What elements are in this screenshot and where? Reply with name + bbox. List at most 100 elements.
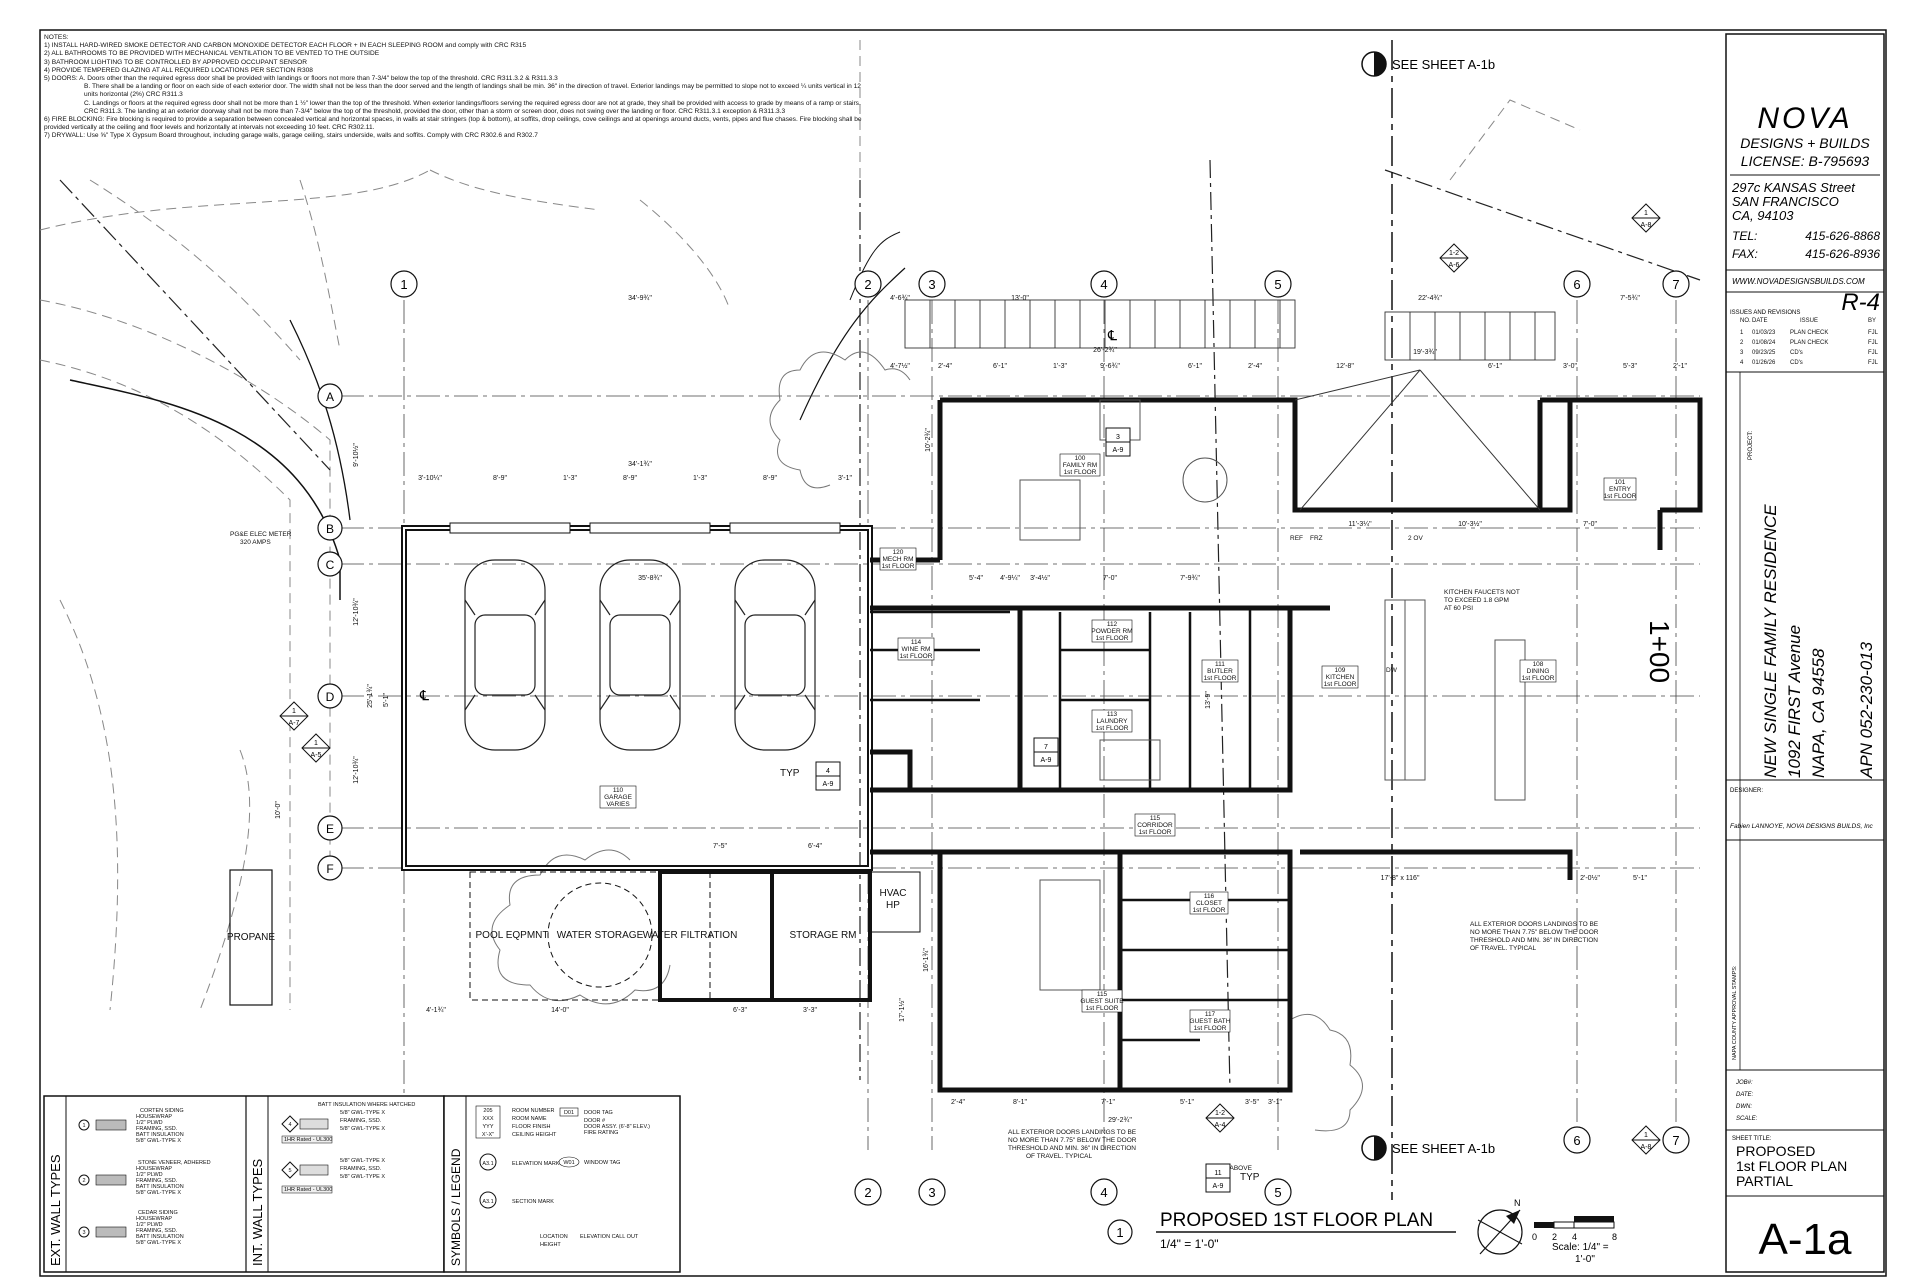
svg-text:4'-7½": 4'-7½": [890, 362, 910, 370]
svg-text:MECH RM: MECH RM: [882, 556, 913, 563]
svg-text:6'-1": 6'-1": [1188, 363, 1202, 370]
svg-text:HOUSEWRAP: HOUSEWRAP: [136, 1216, 172, 1222]
svg-text:CEDAR SIDING: CEDAR SIDING: [138, 1210, 178, 1216]
grid-bubble-F: F: [326, 862, 333, 876]
project-address: 1092 FIRST Avenue: [1785, 625, 1804, 778]
svg-text:1st FLOOR: 1st FLOOR: [1204, 675, 1237, 682]
svg-text:8'-9": 8'-9": [623, 475, 637, 482]
grid-bubbles-top: 1 2 3 4 5 6 7: [390, 270, 1690, 298]
svg-text:9'-6¾": 9'-6¾": [1100, 363, 1120, 370]
svg-text:FRAMING, SSD.: FRAMING, SSD.: [136, 1228, 178, 1234]
svg-text:1st FLOOR: 1st FLOOR: [1096, 725, 1129, 732]
svg-text:7'-0": 7'-0": [1583, 521, 1597, 528]
svg-text:A-9: A-9: [1113, 447, 1124, 454]
svg-text:CD's: CD's: [1790, 350, 1803, 356]
svg-text:5'-1": 5'-1": [1633, 875, 1647, 882]
svg-text:ENTRY: ENTRY: [1609, 486, 1632, 493]
svg-text:FRAMING, SSD.: FRAMING, SSD.: [136, 1178, 178, 1184]
parking-stalls: [904, 299, 1556, 361]
callout-3: 1A-7: [279, 701, 309, 731]
furniture: [1019, 399, 1526, 991]
annot-landing-3: THRESHOLD AND MIN. 36" IN DIRECTION: [1470, 937, 1598, 944]
grid-bubble-6: 6: [1573, 277, 1580, 292]
svg-text:7'-5": 7'-5": [713, 843, 727, 850]
svg-text:1st FLOOR: 1st FLOOR: [900, 653, 933, 660]
svg-text:8'-1": 8'-1": [1013, 1099, 1027, 1106]
tel-label: TEL:: [1732, 229, 1757, 243]
fax-label: FAX:: [1732, 247, 1758, 261]
svg-text:109: 109: [1335, 667, 1346, 674]
svg-text:ROOM NAME: ROOM NAME: [512, 1116, 547, 1122]
svg-text:YYY: YYY: [482, 1124, 493, 1130]
svg-text:5'-1": 5'-1": [1180, 1099, 1194, 1106]
svg-text:CORTEN SIDING: CORTEN SIDING: [140, 1108, 184, 1114]
svg-text:ELEVATION MARK: ELEVATION MARK: [512, 1161, 560, 1167]
svg-text:7'-1": 7'-1": [1101, 1099, 1115, 1106]
label-water-storage: WATER STORAGE: [557, 930, 644, 941]
grid-bubble-bottom-4: 4: [1100, 1185, 1107, 1200]
svg-text:GUEST BATH: GUEST BATH: [1190, 1018, 1231, 1025]
svg-text:101: 101: [1615, 479, 1626, 486]
sheet-title-2: 1st FLOOR PLAN: [1736, 1158, 1847, 1174]
grid-bubble-7: 7: [1672, 277, 1679, 292]
svg-text:A3.1: A3.1: [482, 1199, 493, 1205]
annot-bottom-landing-3: THRESHOLD AND MIN. 36" IN DIRECTION: [1008, 1145, 1136, 1152]
svg-text:HOUSEWRAP: HOUSEWRAP: [136, 1114, 172, 1120]
svg-text:FJL: FJL: [1868, 360, 1879, 366]
note-1: 1) INSTALL HARD-WIRED SMOKE DETECTOR AND…: [44, 42, 527, 50]
ext-wall-type-1: 1 CORTEN SIDING HOUSEWRAP 1/2" PLWD FRAM…: [78, 1108, 184, 1144]
note-6: 6) FIRE BLOCKING: Fire blocking is requi…: [44, 116, 862, 132]
svg-text:1st FLOOR: 1st FLOOR: [1096, 635, 1129, 642]
svg-text:09/23/25: 09/23/25: [1752, 350, 1776, 356]
svg-text:ISSUE: ISSUE: [1800, 318, 1818, 324]
legend-panels: EXT. WALL TYPES INT. WALL TYPES SYMBOLS …: [43, 1095, 681, 1273]
svg-text:BATT INSULATION: BATT INSULATION: [136, 1184, 184, 1190]
revision-code: R-4: [1841, 289, 1880, 316]
label-storage-rm: STORAGE RM: [789, 930, 856, 941]
grid-bubble-2: 2: [864, 277, 871, 292]
date-label: DATE:: [1736, 1092, 1754, 1098]
see-sheet-top-label: SEE SHEET A-1b: [1392, 57, 1495, 72]
svg-text:A-4: A-4: [1215, 1122, 1226, 1129]
svg-text:WINDOW TAG: WINDOW TAG: [584, 1160, 620, 1166]
north-arrow-icon: N: [1477, 1198, 1523, 1255]
svg-text:6'-4": 6'-4": [808, 843, 822, 850]
fax-value: 415-626-8936: [1805, 247, 1880, 261]
svg-text:3'-1": 3'-1": [1268, 1099, 1282, 1106]
annot-faucet-1: KITCHEN FAUCETS NOT: [1444, 589, 1520, 596]
svg-text:22'-4¾": 22'-4¾": [1418, 295, 1442, 302]
svg-text:35'-8¾": 35'-8¾": [638, 575, 662, 582]
svg-text:8: 8: [1612, 1232, 1617, 1242]
svg-text:BUTLER: BUTLER: [1207, 668, 1233, 675]
annot-bottom-landing-1: ALL EXTERIOR DOORS LANDINGS TO BE: [1008, 1129, 1137, 1136]
svg-text:3: 3: [1740, 350, 1744, 356]
annot-meter: PG&E ELEC METER: [230, 531, 292, 538]
svg-text:6'-3": 6'-3": [733, 1007, 747, 1014]
svg-text:CLOSET: CLOSET: [1196, 900, 1222, 907]
svg-text:17'-8" x 116": 17'-8" x 116": [1381, 875, 1420, 882]
int-wall-types-title: INT. WALL TYPES: [250, 1159, 265, 1266]
note-2: 2) ALL BATHROOMS TO BE PROVIDED WITH MEC…: [44, 50, 380, 58]
svg-text:LAUNDRY: LAUNDRY: [1097, 718, 1129, 725]
svg-text:2: 2: [82, 1178, 85, 1184]
symbols-legend-title: SYMBOLS / LEGEND: [449, 1148, 463, 1266]
svg-text:4: 4: [1740, 360, 1744, 366]
svg-text:1HR Rated - UL300: 1HR Rated - UL300: [284, 1137, 332, 1143]
svg-text:FRAMING, SSD.: FRAMING, SSD.: [136, 1126, 178, 1132]
annot-amps: 320 AMPS: [240, 539, 271, 546]
grid-bubble-bottom-3: 3: [928, 1185, 935, 1200]
svg-text:5/8" GWL-TYPE X: 5/8" GWL-TYPE X: [136, 1190, 181, 1196]
callout-9: 11A-9: [1205, 1163, 1231, 1193]
sheet-title-1: PROPOSED: [1736, 1143, 1815, 1159]
svg-text:1st FLOOR: 1st FLOOR: [1139, 829, 1172, 836]
address-line-3: CA, 94103: [1732, 208, 1794, 223]
svg-text:4'-6¾": 4'-6¾": [890, 295, 910, 302]
note-4: 4) PROVIDE TEMPERED GLAZING AT ALL REQUI…: [44, 66, 313, 74]
svg-text:1'-3": 1'-3": [693, 475, 707, 482]
svg-text:5/8" GWL-TYPE X: 5/8" GWL-TYPE X: [136, 1138, 181, 1144]
svg-text:13'-9": 13'-9": [1205, 691, 1212, 709]
